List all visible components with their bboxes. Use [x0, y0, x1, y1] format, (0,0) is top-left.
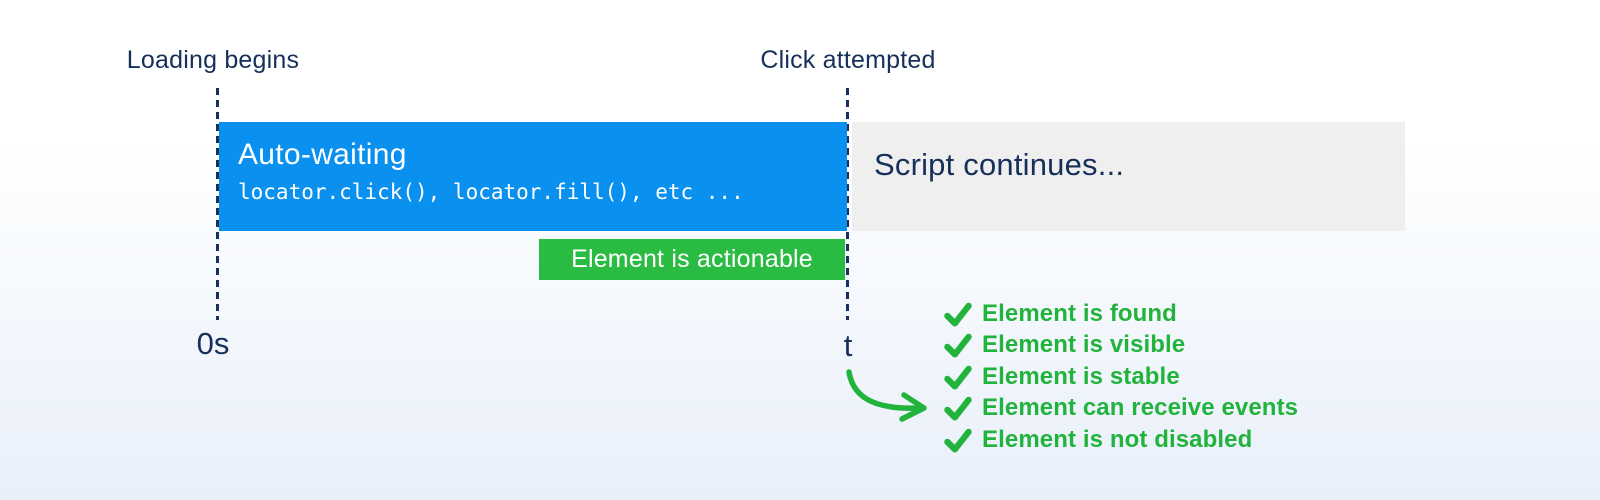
auto-waiting-title: Auto-waiting [238, 138, 407, 171]
checklist-item: Element is stable [943, 361, 1298, 393]
checklist-item: Element is not disabled [943, 424, 1298, 456]
element-actionable-badge: Element is actionable [539, 239, 845, 280]
auto-waiting-bar: Auto-waiting locator.click(), locator.fi… [219, 122, 847, 231]
check-icon [944, 334, 972, 358]
checklist-item: Element is found [943, 298, 1298, 330]
checklist-item-label: Element is visible [982, 331, 1186, 359]
checklist-item-label: Element is found [982, 299, 1177, 327]
check-icon [944, 365, 972, 390]
checklist-item-label: Element is stable [982, 362, 1180, 390]
check-icon [944, 397, 972, 421]
script-continues-label: Script continues... [874, 147, 1125, 182]
checklist-item-label: Element is not disabled [982, 425, 1253, 453]
loading-begins-label: Loading begins [126, 46, 300, 74]
curved-arrow-icon [846, 369, 927, 422]
check-icon [944, 302, 972, 327]
click-attempted-dashed-line [846, 88, 849, 320]
click-attempted-label: Click attempted [760, 46, 936, 74]
loading-begins-dashed-line [216, 88, 219, 320]
checklist-item: Element can receive events [943, 393, 1298, 425]
check-icon [944, 428, 972, 453]
t-time-label: t [843, 328, 853, 363]
checklist-item: Element is visible [943, 330, 1298, 362]
script-continues-bar: Script continues... [852, 122, 1405, 231]
origin-time-label: 0s [196, 326, 230, 361]
checklist-item-label: Element can receive events [982, 394, 1299, 422]
actionability-checklist: Element is found Element is visible Elem… [943, 298, 1298, 456]
auto-waiting-code-text: locator.click(), locator.fill(), etc ... [238, 180, 744, 204]
